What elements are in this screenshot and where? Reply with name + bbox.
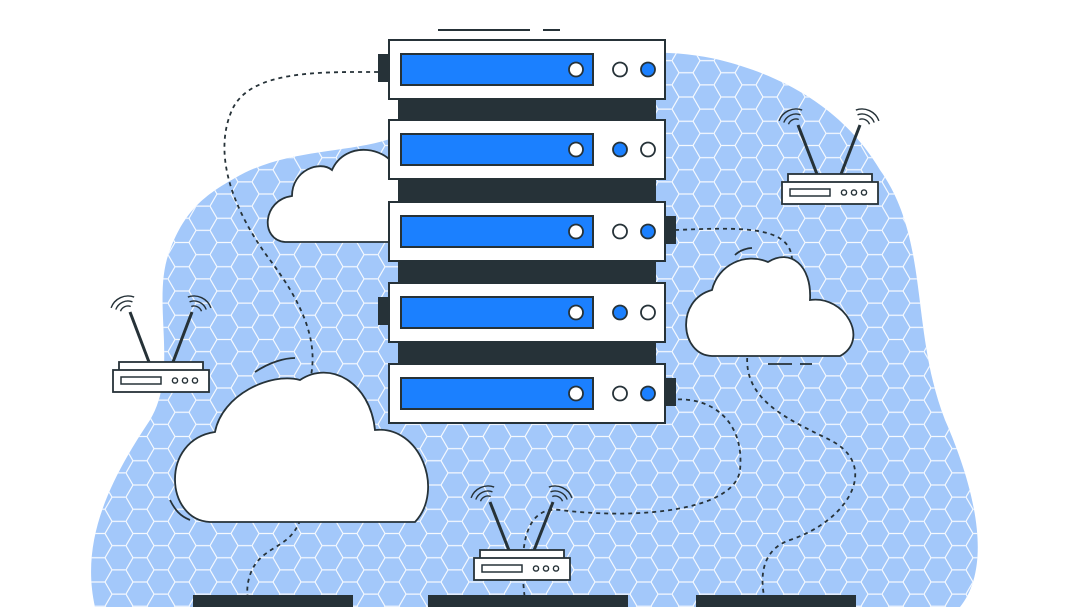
- antenna: [529, 501, 555, 559]
- status-light: [568, 61, 584, 78]
- server-unit: [388, 363, 676, 424]
- server-unit: [378, 282, 666, 343]
- monitor-center: [428, 595, 628, 607]
- status-light: [640, 223, 656, 240]
- antenna: [128, 311, 154, 371]
- server-unit: [388, 201, 676, 262]
- server-panel: [400, 215, 594, 248]
- router-right: [778, 108, 880, 205]
- status-light: [568, 385, 584, 402]
- cloud-icon: [685, 256, 855, 357]
- status-light: [612, 385, 628, 402]
- cloud-left-bottom: [169, 357, 429, 523]
- status-light: [640, 304, 656, 321]
- router-left: [110, 295, 212, 393]
- status-light: [568, 223, 584, 240]
- antenna: [168, 311, 194, 371]
- status-light: [612, 304, 628, 321]
- status-light: [640, 61, 656, 78]
- status-light: [612, 141, 628, 158]
- status-light: [568, 141, 584, 158]
- server-panel: [400, 53, 594, 86]
- server-panel: [400, 296, 594, 329]
- cloud-icon: [174, 371, 429, 523]
- network-connections: [223, 71, 857, 607]
- server-rack: [378, 29, 676, 424]
- antenna: [796, 124, 822, 183]
- monitor-right: [696, 595, 856, 607]
- monitors: [193, 595, 856, 607]
- connection-line: [521, 398, 742, 601]
- status-light: [612, 61, 628, 78]
- monitor-left: [193, 595, 353, 607]
- status-light: [612, 223, 628, 240]
- status-light: [640, 385, 656, 402]
- routers: [110, 108, 880, 581]
- connection-line: [223, 71, 379, 381]
- server-unit: [378, 39, 666, 100]
- server-panel: [400, 377, 594, 410]
- cloud-right: [685, 247, 855, 365]
- status-light: [640, 141, 656, 158]
- antenna: [836, 124, 862, 183]
- connection-line: [674, 227, 793, 321]
- server-panel: [400, 133, 594, 166]
- router-bottom: [470, 485, 573, 581]
- server-unit: [388, 119, 666, 180]
- connection-line: [746, 349, 857, 601]
- status-light: [568, 304, 584, 321]
- antenna: [488, 501, 514, 559]
